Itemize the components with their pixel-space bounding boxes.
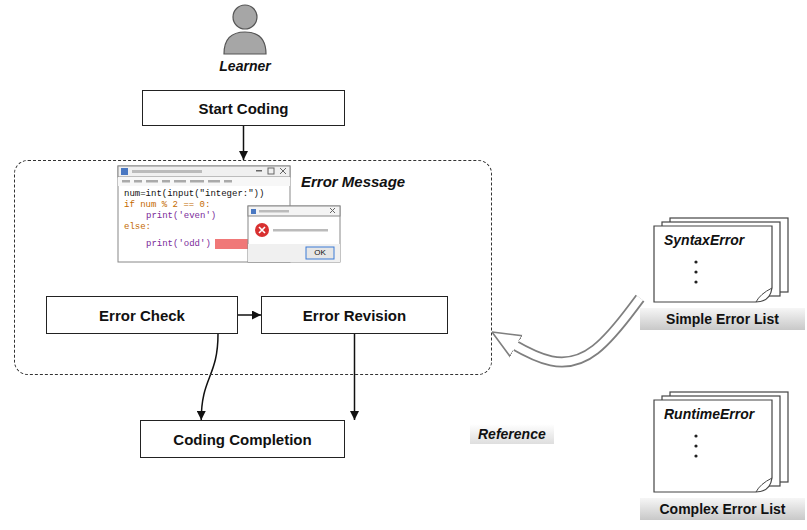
dialog-close — [330, 208, 335, 213]
ellipsis-dot — [694, 454, 697, 457]
process-box: Start Coding — [142, 90, 345, 126]
dialog-message-blur — [273, 229, 328, 232]
list-caption: Simple Error List — [640, 308, 805, 330]
editor-title-blur — [132, 170, 202, 173]
window-button — [280, 168, 286, 174]
dialog-footer — [248, 244, 340, 262]
process-box: Error Revision — [261, 296, 448, 334]
box-label: Start Coding — [199, 100, 289, 117]
flow-arrow — [201, 334, 218, 420]
window-button — [256, 170, 262, 172]
actor-label: Learner — [205, 58, 285, 74]
arrow-body — [504, 298, 640, 362]
document-pages — [640, 216, 805, 306]
window-button — [268, 168, 274, 174]
page-curl — [756, 478, 772, 492]
ellipsis-dot — [694, 280, 697, 283]
arrow-line — [243, 126, 245, 160]
learner-icon — [224, 5, 266, 54]
learner-head — [233, 5, 257, 29]
arrow-line — [201, 334, 218, 420]
process-box: Error Check — [46, 296, 238, 334]
list-caption: Complex Error List — [640, 498, 805, 520]
ellipsis-dot — [694, 444, 697, 447]
editor-menu-items — [122, 180, 232, 183]
error-icon-cross — [259, 227, 265, 233]
box-label: Coding Completion — [173, 431, 311, 448]
region-heading: Error Message — [301, 173, 405, 190]
flow-arrow — [354, 334, 355, 420]
process-box: Coding Completion — [140, 420, 345, 458]
arrow-line — [354, 334, 356, 420]
front-page — [654, 400, 772, 492]
arrow-outline — [504, 298, 640, 362]
ellipsis-dot — [694, 270, 697, 273]
connectors — [201, 126, 640, 420]
button-label: OK — [306, 248, 334, 258]
error-dialog — [248, 206, 340, 262]
ok-button — [306, 247, 334, 259]
code-line: num=int(input("integer:")) — [124, 189, 264, 199]
dialog-icon — [251, 209, 256, 214]
code-line: if num % 2 == 0: — [124, 200, 210, 210]
flow-arrow — [243, 126, 244, 160]
editor-icon — [121, 168, 128, 175]
ellipsis-dot — [694, 260, 697, 263]
error-icon — [255, 223, 269, 237]
code-line: print('odd') — [146, 239, 211, 249]
dialog-title-blur — [259, 210, 289, 213]
editor-title-bar — [118, 166, 290, 177]
editor-menu-bar — [118, 177, 290, 186]
reference-arrow — [504, 298, 640, 362]
dialog-title-bar — [248, 206, 340, 216]
document-stack: RuntimeErrorComplex Error List — [640, 390, 805, 520]
front-page — [654, 226, 772, 302]
ellipsis-dot — [694, 434, 697, 437]
code-line: print('even') — [146, 211, 216, 221]
document-title: RuntimeError — [664, 406, 754, 422]
page-curl — [756, 288, 772, 302]
document-stack: SyntaxErrorSimple Error List — [640, 216, 805, 330]
document-pages — [640, 390, 805, 496]
learner-body — [224, 32, 266, 54]
flow-arrow — [238, 315, 261, 316]
arrow-line — [238, 314, 261, 316]
reference-label: Reference — [470, 424, 554, 444]
error-highlight — [215, 239, 249, 249]
document-title: SyntaxError — [664, 232, 744, 248]
dialog-window — [248, 206, 340, 262]
code-line: else: — [124, 222, 151, 232]
box-label: Error Revision — [303, 307, 406, 324]
box-label: Error Check — [99, 307, 185, 324]
